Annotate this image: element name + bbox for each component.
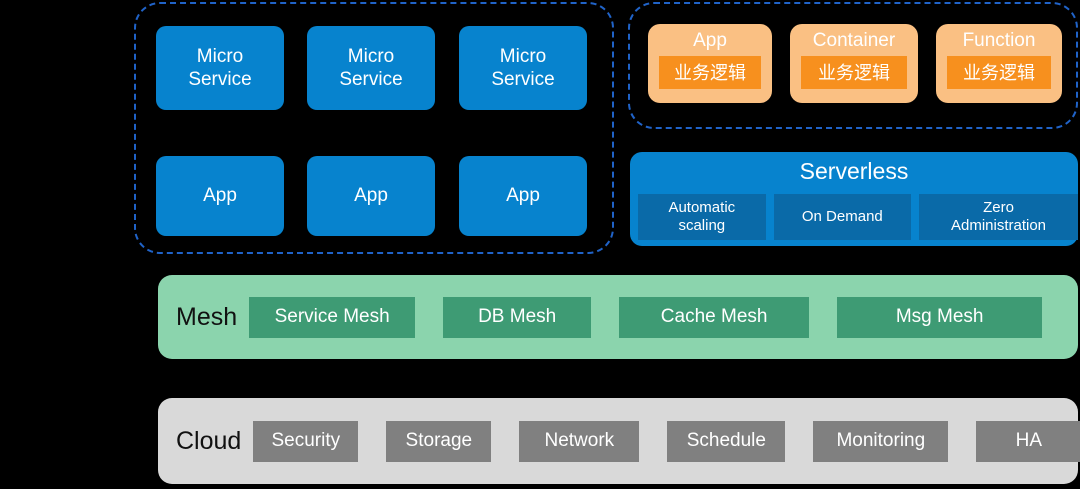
cloud-layer-label: Cloud [176,426,242,455]
serverless-feature-list: Automatic scaling On Demand Zero Adminis… [638,194,1078,240]
tile-label: Micro Service [491,45,555,90]
cloud-chip-schedule[interactable]: Schedule [667,420,786,462]
card-title: Function [962,30,1036,51]
card-container[interactable]: Container 业务逻辑 [790,24,918,103]
mesh-chip-cache-mesh[interactable]: Cache Mesh [619,296,810,338]
tile-micro-service-1[interactable]: Micro Service [156,26,284,110]
cloud-chip-ha[interactable]: HA [976,420,1080,462]
mesh-layer-label: Mesh [176,302,238,331]
tile-micro-service-2[interactable]: Micro Service [307,26,435,110]
cloud-layer-band: Cloud Security Storage Network Schedule … [158,398,1080,484]
tile-micro-service-3[interactable]: Micro Service [459,26,587,110]
tile-app-3[interactable]: App [459,156,587,236]
card-inner-label: 业务逻辑 [947,55,1051,89]
mesh-chip-msg-mesh[interactable]: Msg Mesh [837,296,1043,338]
workload-group: App 业务逻辑 Container 业务逻辑 Function 业务逻辑 [628,2,1078,129]
cloud-chip-storage[interactable]: Storage [386,420,492,462]
microservice-app-group: Micro Service Micro Service Micro Servic… [134,2,614,254]
mesh-chip-service-mesh[interactable]: Service Mesh [249,296,416,338]
mesh-layer-band: Mesh Service Mesh DB Mesh Cache Mesh Msg… [158,275,1078,359]
cloud-chip-network[interactable]: Network [519,420,640,462]
mesh-chip-db-mesh[interactable]: DB Mesh [443,296,592,338]
tile-app-1[interactable]: App [156,156,284,236]
card-app[interactable]: App 业务逻辑 [648,24,772,103]
tile-label: Micro Service [339,45,403,90]
tile-label: App [203,185,237,207]
serverless-card[interactable]: Serverless Automatic scaling On Demand Z… [630,152,1078,246]
card-title: App [693,30,727,51]
tile-label: Micro Service [188,45,252,90]
card-title: Container [812,30,896,51]
card-inner-label: 业务逻辑 [659,55,761,89]
mesh-chip-list: Service Mesh DB Mesh Cache Mesh Msg Mesh [249,296,1078,338]
serverless-chip-automatic-scaling[interactable]: Automatic scaling [638,194,766,240]
cloud-chip-list: Security Storage Network Schedule Monito… [253,420,1080,462]
cloud-chip-monitoring[interactable]: Monitoring [813,420,949,462]
cloud-chip-security[interactable]: Security [253,420,359,462]
tile-label: App [354,185,388,207]
serverless-title: Serverless [799,158,909,184]
tile-label: App [506,185,540,207]
serverless-chip-on-demand[interactable]: On Demand [773,194,912,240]
serverless-chip-zero-administration[interactable]: Zero Administration [919,194,1078,240]
card-inner-label: 业务逻辑 [801,55,907,89]
card-function[interactable]: Function 业务逻辑 [936,24,1062,103]
tile-app-2[interactable]: App [307,156,435,236]
